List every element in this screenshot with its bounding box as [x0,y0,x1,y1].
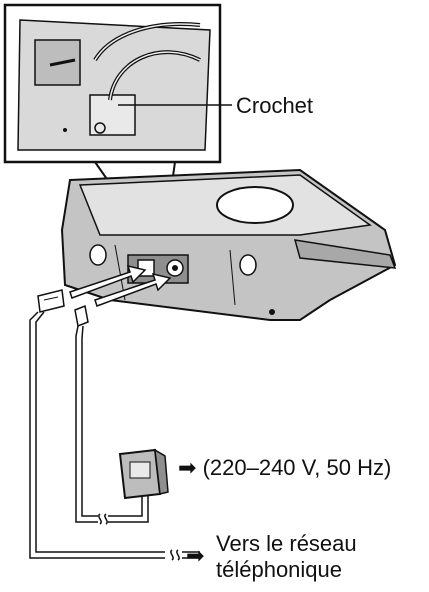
insertion-arrows [69,264,172,307]
network-label: Vers le réseau téléphonique [216,531,357,583]
telephone-cord [29,311,200,561]
power-spec: ➡ (220–240 V, 50 Hz) [178,455,391,481]
power-spec-label: (220–240 V, 50 Hz) [202,455,392,480]
ac-adaptor-icon [118,448,169,500]
adaptor-cord [75,325,149,525]
network-label-line2: téléphonique [216,557,343,582]
network-arrow: ➡ [186,543,204,569]
dc-plug-icon [74,304,89,328]
zoom-inset [3,3,232,164]
network-label-line1: Vers le réseau [216,531,357,556]
arrow-right-icon: ➡ [186,543,205,568]
telephone-plug-icon [37,289,65,313]
hook-label: Crochet [236,93,314,118]
arrow-right-icon: ➡ [178,455,197,480]
